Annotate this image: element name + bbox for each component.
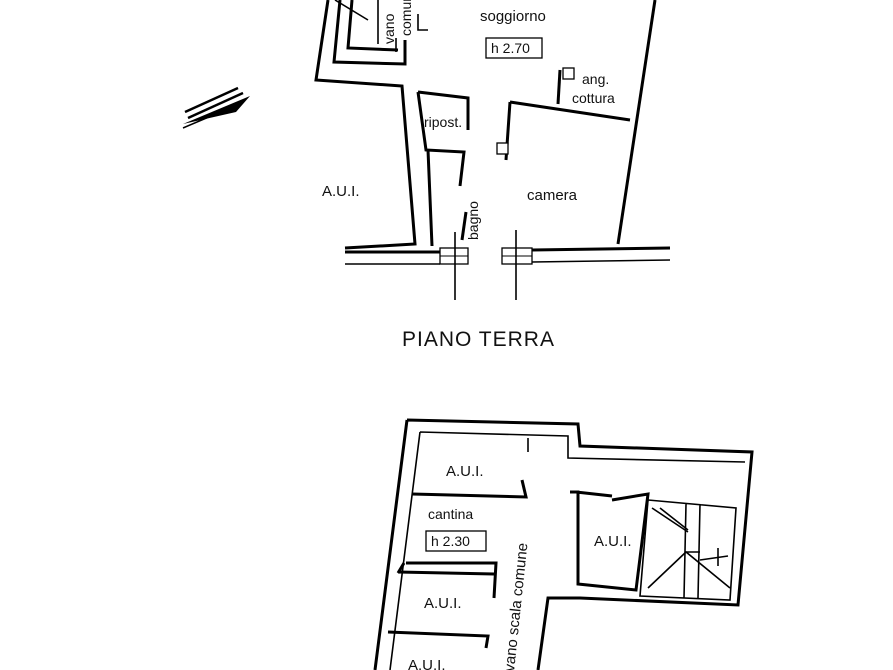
cooking-wall xyxy=(556,69,562,105)
stair-right-diagonals xyxy=(647,507,731,589)
height-label-ground: h 2.70 xyxy=(491,40,530,56)
stair-right-line xyxy=(659,507,689,531)
stair-diagonal xyxy=(334,0,369,21)
stair-well-walls xyxy=(332,0,407,66)
aui-mid-walls xyxy=(387,570,495,649)
stair-right xyxy=(639,499,737,601)
door-arrow xyxy=(417,14,428,31)
height-box-basement xyxy=(425,530,487,552)
room-cottura: cottura xyxy=(572,90,615,106)
ripost-walls xyxy=(416,90,470,187)
basement-inner-outline xyxy=(389,431,746,670)
aui-right-walls xyxy=(570,490,650,592)
room-bagno: bagno xyxy=(465,201,481,240)
ground-front-wall xyxy=(345,246,671,254)
height-label-basement: h 2.30 xyxy=(431,533,470,549)
room-camera: camera xyxy=(527,187,578,204)
room-ang: ang. xyxy=(582,71,609,87)
ground-front-wall-line xyxy=(345,259,671,265)
cooking-box xyxy=(562,67,575,80)
ground-outer-wall xyxy=(314,0,417,250)
room-aui-top: A.U.I. xyxy=(446,463,484,480)
room-ripost: ripost. xyxy=(424,114,462,130)
ground-floor-title: PIANO TERRA xyxy=(402,328,555,351)
ground-right-wall xyxy=(616,0,657,245)
room-aui-ground: A.U.I. xyxy=(322,183,360,200)
room-vano: vano xyxy=(381,13,397,44)
height-box-ground xyxy=(485,37,543,59)
room-stair-common: vano scala comune xyxy=(501,542,531,670)
room-cantina: cantina xyxy=(428,506,473,522)
room-soggiorno: soggiorno xyxy=(480,8,546,25)
room-comune: comune xyxy=(398,0,414,36)
basement-outer-wall xyxy=(373,418,754,670)
north-arrow-icon xyxy=(182,86,250,129)
room-aui-right: A.U.I. xyxy=(594,533,632,550)
bagno-wall xyxy=(460,211,468,241)
ground-floor-plan: soggiorno h 2.70 ang. cottura ripost. ca… xyxy=(314,0,671,351)
room-aui-mid: A.U.I. xyxy=(424,595,462,612)
duct-box xyxy=(496,142,509,155)
basement-plan: A.U.I. cantina h 2.30 A.U.I. A.U.I. A.U.… xyxy=(373,418,754,670)
room-aui-bottom: A.U.I. xyxy=(408,657,446,670)
